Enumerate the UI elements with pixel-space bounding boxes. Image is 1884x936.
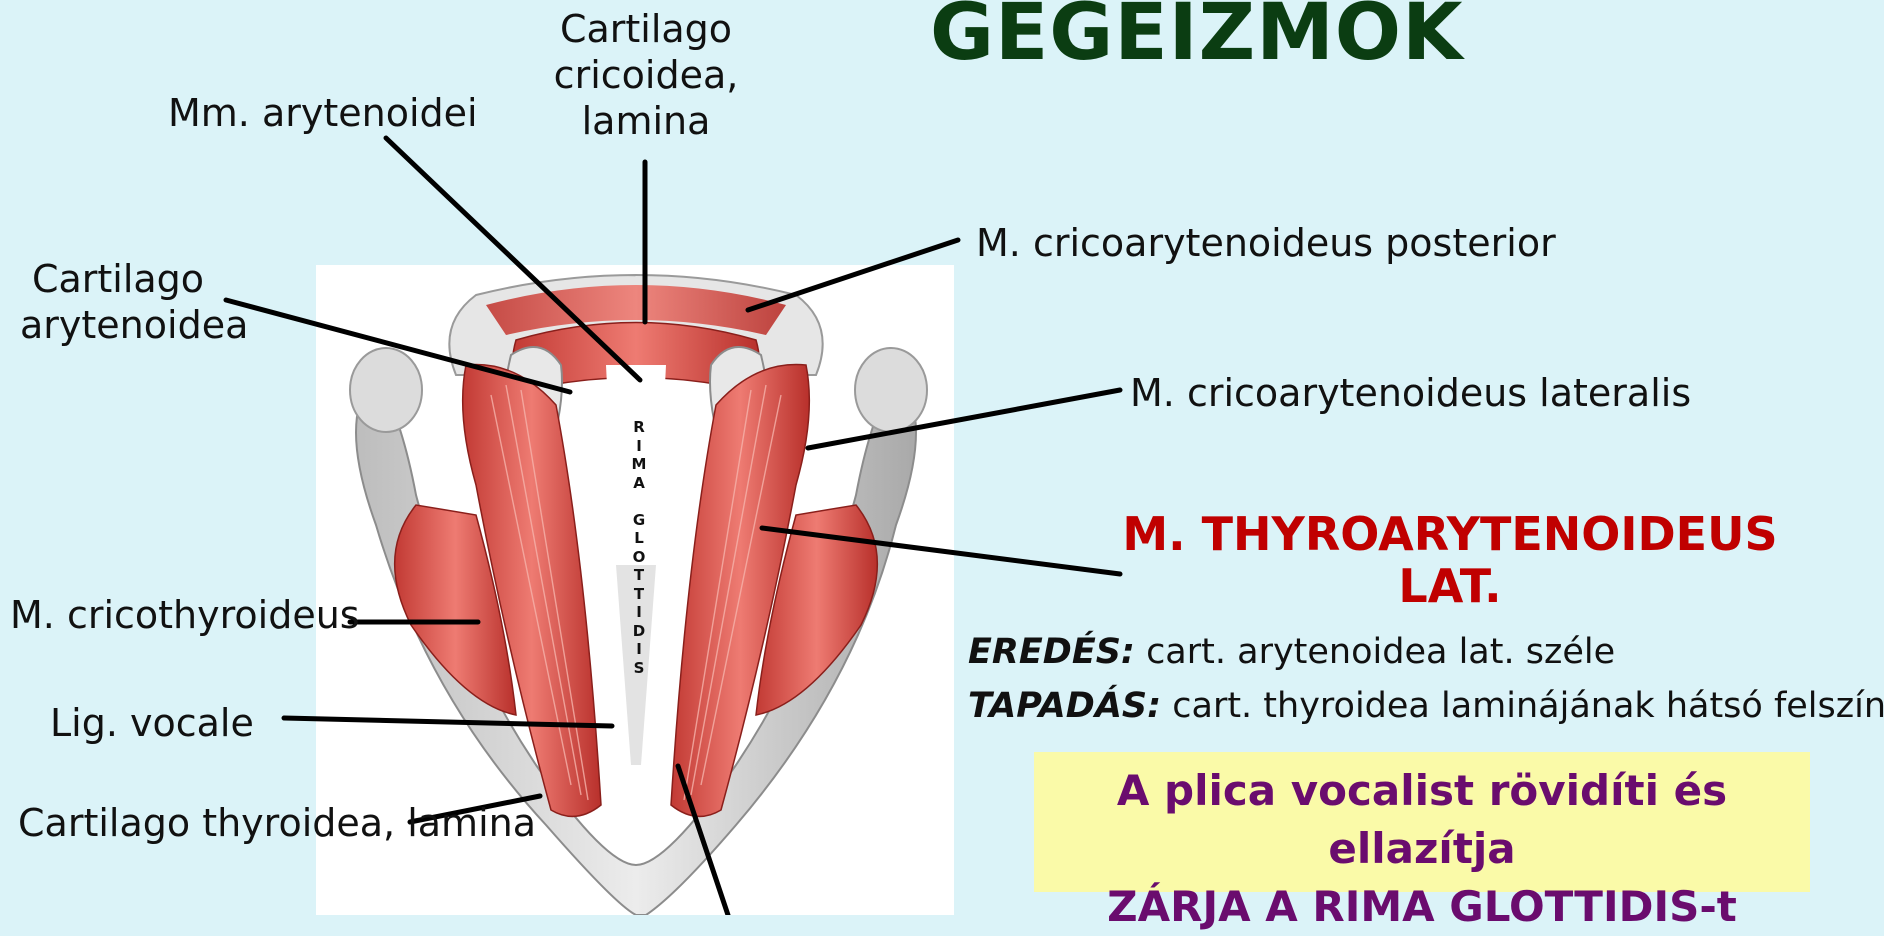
muscle-heading: M. THYROARYTENOIDEUS LAT. (1115, 508, 1785, 612)
insertion-label: TAPADÁS: (968, 686, 1161, 726)
rima-letter: S (630, 659, 648, 678)
label-m-cricoarytenoideus-lateralis: M. cricoarytenoideus lateralis (1130, 370, 1691, 416)
rima-letter: D (630, 622, 648, 641)
rima-letter: R (630, 418, 648, 437)
origin-label: EREDÉS: (968, 632, 1135, 672)
label-line: lamina (548, 98, 744, 144)
origin-line: EREDÉS: cart. arytenoidea lat. széle (968, 632, 1615, 672)
page-title: GEGEIZMOK (930, 0, 1464, 78)
rima-letter (630, 492, 648, 511)
label-mm-arytenoidei: Mm. arytenoidei (168, 90, 478, 136)
label-cartilago-thyroidea: Cartilago thyroidea, lamina (18, 800, 536, 846)
action-emphasis: ZÁRJA A RIMA GLOTTIDIS-t (1034, 878, 1810, 936)
rima-glottidis-label: R I M A G L O T T I D I S (630, 418, 648, 677)
label-line: cricoidea, (548, 52, 744, 98)
muscle-name-suffix: LAT. (1115, 560, 1785, 612)
insertion-line: TAPADÁS: cart. thyroidea laminájának hát… (968, 686, 1884, 726)
label-line: Cartilago (20, 256, 216, 302)
rima-letter: T (630, 566, 648, 585)
label-line: Cartilago (548, 6, 744, 52)
rima-letter: L (630, 529, 648, 548)
rima-letter: T (630, 585, 648, 604)
rima-letter: I (630, 640, 648, 659)
label-line: arytenoidea (20, 302, 216, 348)
label-lig-vocale: Lig. vocale (50, 700, 254, 746)
rima-letter: G (630, 511, 648, 530)
action-box: A plica vocalist rövidíti és ellazítja Z… (1034, 752, 1810, 892)
rima-letter: I (630, 437, 648, 456)
rima-letter: A (630, 474, 648, 493)
origin-text: cart. arytenoidea lat. széle (1135, 632, 1615, 672)
label-cartilago-cricoidea: Cartilago cricoidea, lamina (548, 6, 744, 144)
muscle-name: M. THYROARYTENOIDEUS (1115, 508, 1785, 560)
rima-letter: I (630, 603, 648, 622)
insertion-text: cart. thyroidea laminájának hátsó felszí… (1161, 686, 1884, 726)
action-text: A plica vocalist rövidíti és ellazítja (1034, 762, 1810, 878)
label-m-cricoarytenoideus-posterior: M. cricoarytenoideus posterior (976, 220, 1556, 266)
rima-letter: M (630, 455, 648, 474)
label-m-cricothyroideus: M. cricothyroideus (10, 592, 360, 638)
label-cartilago-arytenoidea: Cartilago arytenoidea (20, 256, 216, 348)
rima-letter: O (630, 548, 648, 567)
